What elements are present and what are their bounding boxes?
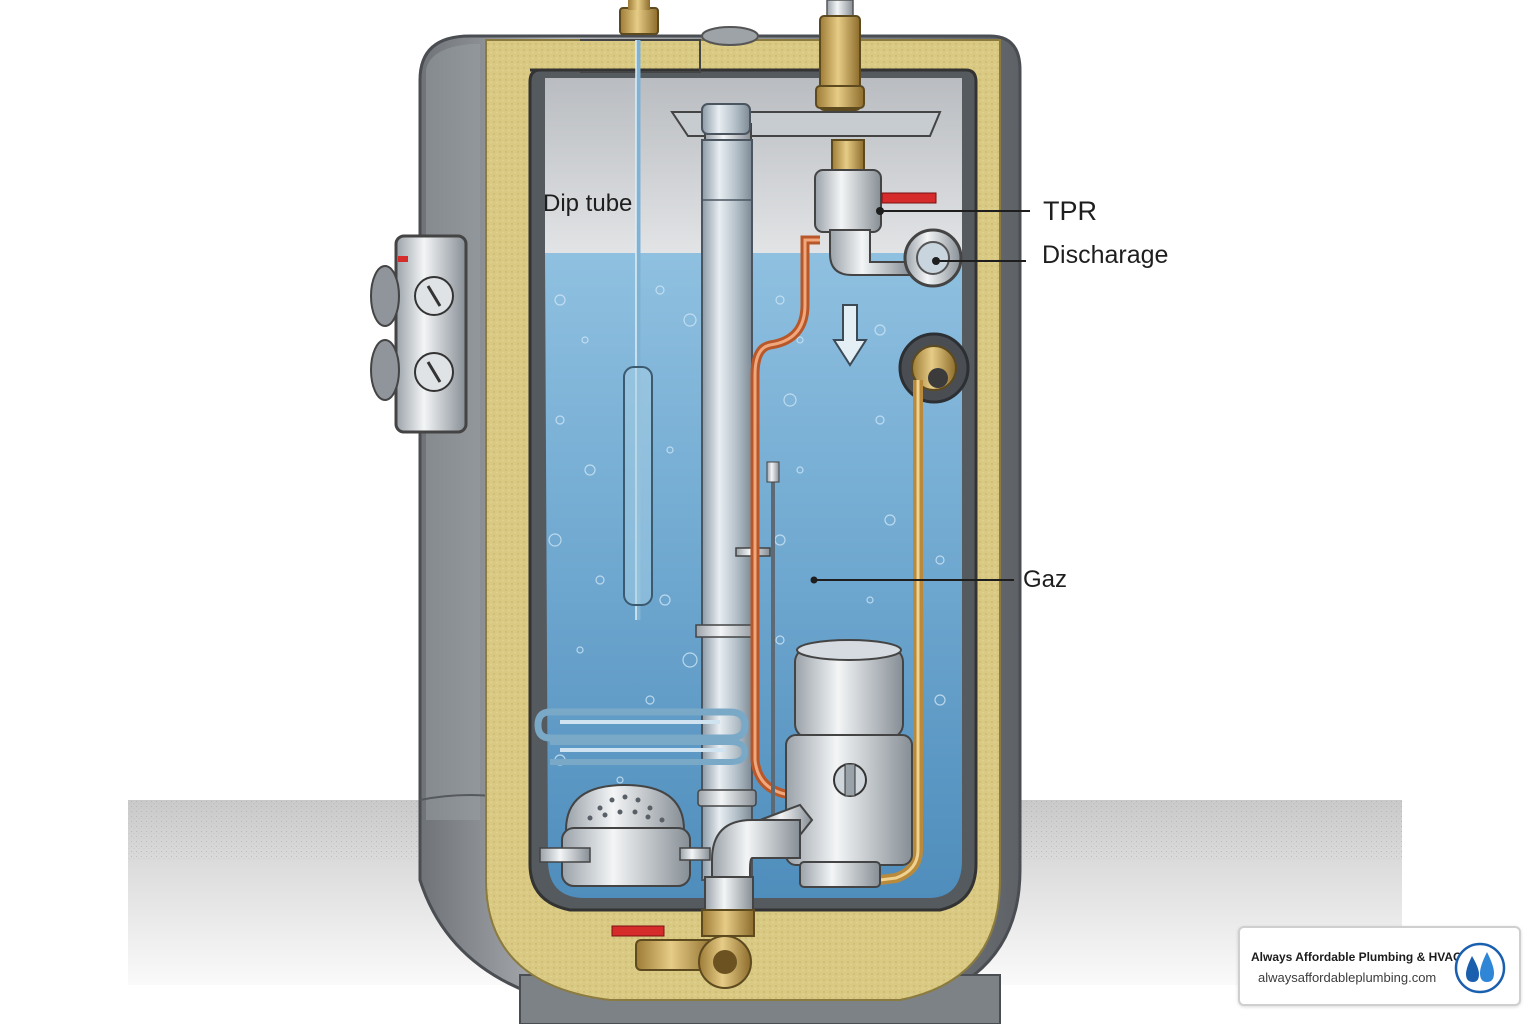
brand-badge: Always Affordable Plumbing & HVAC always… [1238, 926, 1521, 1006]
air-space [545, 78, 962, 255]
label-discharge: Discharage [1042, 241, 1169, 269]
brand-name: Always Affordable Plumbing & HVAC [1251, 950, 1462, 964]
label-gas: Gaz [1023, 566, 1068, 593]
drain-valve [611, 909, 755, 989]
label-tpr: TPR [1043, 196, 1097, 226]
gas-control-valve [757, 639, 913, 888]
burner-assembly [539, 783, 711, 887]
heating-coil [534, 708, 749, 765]
bottom-elbow-pipe [697, 789, 801, 912]
leader-lines [814, 210, 1030, 581]
dip-tube [623, 40, 653, 620]
copper-line [750, 235, 835, 800]
label-dip-tube: Dip tube [543, 190, 633, 217]
gas-leader-dot [810, 576, 818, 584]
tpr-valve [814, 139, 937, 276]
water-drops-logo-icon [1454, 942, 1506, 994]
outlet-fitting [898, 332, 970, 404]
top-fittings [580, 0, 865, 111]
flow-arrow-icon [832, 304, 868, 367]
brand-url: alwaysaffordableplumbing.com [1258, 970, 1437, 985]
thermocouple-line [766, 461, 780, 820]
thermostat-control-panel [370, 234, 468, 434]
discharge-fitting [903, 228, 963, 288]
